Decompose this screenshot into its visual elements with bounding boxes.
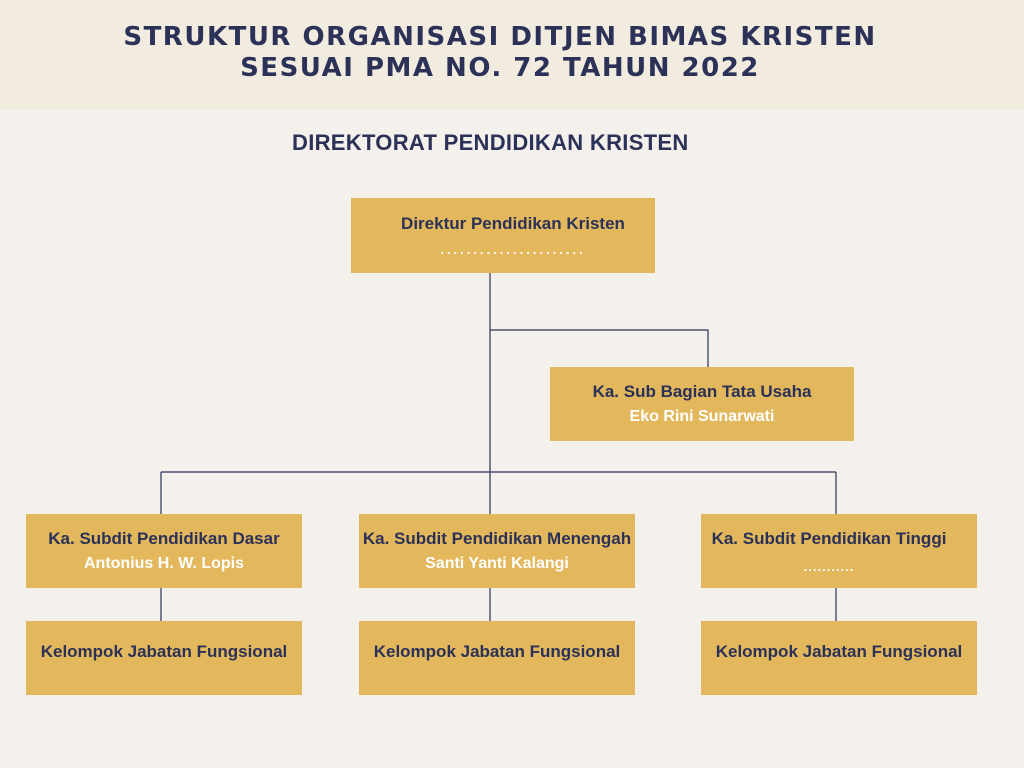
group-tinggi-box: Kelompok Jabatan Fungsional [701,621,977,695]
subdit-menengah-role: Ka. Subdit Pendidikan Menengah [362,529,632,548]
admin-role: Ka. Sub Bagian Tata Usaha [592,382,812,401]
page-title: STRUKTUR ORGANISASI DITJEN BIMAS KRISTEN… [0,22,1000,84]
subdit-dasar-role: Ka. Subdit Pendidikan Dasar [48,529,280,548]
subdit-menengah-box: Ka. Subdit Pendidikan Menengah Santi Yan… [359,514,635,588]
group-tinggi-label: Kelompok Jabatan Fungsional [715,642,963,661]
header-band [0,0,1024,110]
director-box: Direktur Pendidikan Kristen ............… [351,198,655,273]
connector-admin [490,329,709,367]
subdit-dasar-box: Ka. Subdit Pendidikan Dasar Antonius H. … [26,514,302,588]
subdit-tinggi-name-placeholder: ........... [803,558,855,574]
group-dasar-box: Kelompok Jabatan Fungsional [26,621,302,695]
page-title-line-2: SESUAI PMA NO. 72 TAHUN 2022 [240,53,760,83]
subdit-dasar-name: Antonius H. W. Lopis [84,555,244,572]
admin-name: Eko Rini Sunarwati [629,408,775,425]
group-menengah-label: Kelompok Jabatan Fungsional [373,642,621,661]
page-title-line-1: STRUKTUR ORGANISASI DITJEN BIMAS KRISTEN [123,22,877,52]
section-title: DIREKTORAT PENDIDIKAN KRISTEN [292,130,689,155]
admin-box: Ka. Sub Bagian Tata Usaha Eko Rini Sunar… [550,367,854,441]
subdit-tinggi-role: Ka. Subdit Pendidikan Tinggi [711,528,947,548]
group-menengah-box: Kelompok Jabatan Fungsional [359,621,635,695]
group-dasar-label: Kelompok Jabatan Fungsional [40,642,288,661]
director-name-placeholder: ...................... [440,242,586,257]
subdit-menengah-name: Santi Yanti Kalangi [425,555,569,572]
director-role: Direktur Pendidikan Kristen [401,214,625,233]
subdit-tinggi-box: Ka. Subdit Pendidikan Tinggi ........... [701,514,977,588]
